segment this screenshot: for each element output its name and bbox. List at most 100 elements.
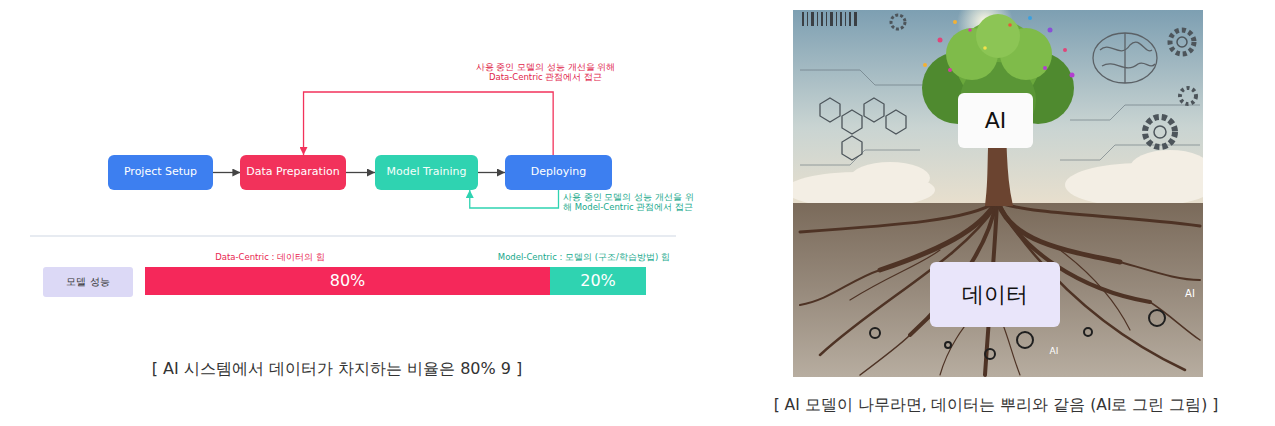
- gear-icons: [1170, 30, 1194, 54]
- hexagon-icons: [842, 110, 862, 134]
- node-text: 20%: [580, 272, 616, 290]
- bar-segment: 80%: [145, 267, 550, 295]
- sparkles: [923, 63, 927, 67]
- roots: [880, 202, 996, 270]
- watermark: AI: [1042, 346, 1066, 357]
- illustration-tag: AI: [958, 93, 1033, 148]
- barcode: [854, 12, 857, 26]
- node-text: Deploying: [531, 166, 587, 179]
- caption: [ AI 시스템에서 데이터가 차지하는 비율은 80% 9 ]: [77, 359, 597, 378]
- illustration-tag: 데이터: [930, 262, 1060, 327]
- barcode: [840, 12, 842, 26]
- sparkles: [1043, 66, 1047, 70]
- process-box: Project Setup: [108, 155, 213, 190]
- brain-icon: [1093, 33, 1157, 83]
- connector-label: 사용 중인 모델의 성능 개선을 위해 Model-Centric 관점에서 접…: [563, 192, 695, 212]
- tech-lines: [800, 70, 930, 85]
- barcode: [802, 12, 804, 26]
- hexagon-icons: [886, 110, 906, 134]
- connector-arrow: [346, 172, 375, 173]
- brain-icon: [1102, 63, 1155, 68]
- ground: [793, 203, 1203, 377]
- roots: [800, 202, 996, 232]
- node-text: 모델 성능: [66, 276, 109, 288]
- hexagon-icons: [842, 136, 862, 160]
- gear-icons: [891, 15, 905, 29]
- separator-line: [30, 235, 676, 236]
- tech-lines: [1070, 105, 1200, 120]
- node-text: 데이터: [962, 282, 1028, 307]
- ground-rings: [1149, 310, 1165, 326]
- sparkles: [923, 16, 1075, 78]
- tree-canopy: [976, 14, 1020, 58]
- node-text: 80%: [330, 272, 366, 290]
- roots: [1120, 262, 1200, 280]
- tech-lines: [1060, 145, 1200, 160]
- sparkles: [953, 20, 957, 24]
- bar-segment: 20%: [550, 267, 646, 295]
- barcode: [849, 12, 851, 26]
- gear-icons: [1180, 88, 1196, 104]
- barcode: [802, 12, 857, 26]
- sparkles: [938, 38, 943, 43]
- cloud: [850, 162, 930, 194]
- gear-icons: [1154, 126, 1166, 138]
- bar-heading: Model-Centric : 모델의 (구조/학습방법) 힘: [440, 252, 670, 262]
- barcode: [821, 12, 823, 26]
- sparkles: [983, 46, 987, 50]
- sparkles: [1063, 48, 1067, 52]
- sparkles: [948, 68, 952, 72]
- cloud: [1130, 150, 1203, 186]
- brain-icon: [1100, 42, 1152, 51]
- sparkles: [1048, 28, 1053, 33]
- barcode: [836, 12, 837, 26]
- node-text: Data Preparation: [246, 166, 339, 179]
- sparkles: [1028, 16, 1032, 20]
- barcode: [817, 12, 818, 26]
- roots: [800, 202, 1200, 375]
- node-text: Model Training: [387, 166, 467, 179]
- connector-label: 사용 중인 모델의 성능 개선을 위해 Data-Centric 관점에서 접근: [468, 62, 623, 82]
- ground-rings: [870, 328, 880, 338]
- barcode: [807, 12, 808, 26]
- node-text: AI: [985, 108, 1007, 133]
- sparkles: [1008, 23, 1012, 27]
- ground-rings: [1017, 332, 1033, 348]
- caption: [ AI 모델이 나무라면, 데이터는 뿌리와 같음 (AI로 그린 그림) ]: [724, 396, 1268, 415]
- gear-icons: [1145, 117, 1175, 147]
- row-label-box: 모델 성능: [43, 267, 133, 297]
- barcode: [826, 12, 827, 26]
- tech-lines: [800, 150, 920, 165]
- brain-icon: [1093, 33, 1157, 83]
- bar-heading: Data-Centric : 데이터의 힘: [195, 252, 345, 262]
- gear-icons: [1177, 37, 1187, 47]
- roots: [998, 202, 1200, 226]
- connector-arrow: [213, 172, 240, 173]
- tree-canopy: [922, 14, 1074, 138]
- watermark: AI: [1178, 288, 1202, 300]
- barcode: [845, 12, 846, 26]
- hexagon-icons: [820, 98, 906, 160]
- sparkles: [968, 28, 972, 32]
- gear-icons: [891, 15, 1196, 147]
- hexagon-icons: [864, 98, 884, 122]
- brain-icon: [1124, 33, 1125, 83]
- roots: [860, 335, 910, 375]
- process-box: Data Preparation: [240, 155, 345, 190]
- roots: [850, 250, 940, 300]
- roots: [1060, 250, 1130, 330]
- hexagon-icons: [820, 98, 840, 122]
- sparkles: [1070, 73, 1075, 78]
- connector-arrow: [478, 172, 505, 173]
- connector-arrow: [304, 92, 554, 155]
- node-text: Project Setup: [124, 166, 197, 179]
- ground-rings: [945, 342, 951, 348]
- ground-rings: [985, 349, 995, 359]
- roots: [1150, 302, 1200, 340]
- connectors: [213, 92, 559, 208]
- process-box: Deploying: [505, 155, 612, 190]
- ground-rings: [1084, 328, 1092, 336]
- process-box: Model Training: [375, 155, 478, 190]
